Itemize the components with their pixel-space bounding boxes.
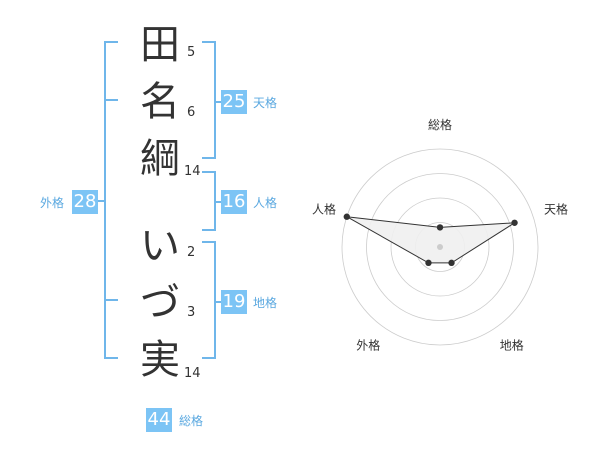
radar-axis-label-2: 天格: [544, 201, 568, 216]
stroke-count-2: 6: [187, 105, 196, 120]
soukaku-label: 総格: [179, 414, 204, 428]
soukaku-value: 44: [146, 408, 172, 432]
name-char-6: 実: [140, 337, 180, 383]
bracket-tick-left-2: [104, 299, 118, 301]
radar-axis-label-1: 総格: [428, 117, 452, 132]
tenkaku-bracket-bottom: [202, 157, 216, 159]
tenkaku-bracket-top: [202, 41, 216, 43]
chikaku-connector: [214, 301, 222, 303]
radar-center-dot: [437, 244, 443, 250]
chikaku-label: 地格: [253, 296, 278, 310]
radar-axis-label-3: 地格: [500, 338, 524, 353]
jinkaku-connector: [214, 201, 222, 203]
name-char-5: づ: [140, 280, 180, 326]
gaikaku-bracket-bottom: [104, 357, 118, 359]
radar-axis-label-4: 外格: [356, 338, 380, 353]
stroke-count-5: 3: [187, 305, 196, 320]
tenkaku-label: 天格: [253, 96, 278, 110]
radar-grid-ring-3: [366, 173, 514, 321]
jinkaku-bracket-bottom: [202, 229, 216, 231]
name-char-2: 名: [140, 79, 180, 125]
chikaku-bracket-bottom: [202, 357, 216, 359]
radar-point-4: [425, 259, 432, 267]
radar-point-1: [436, 224, 444, 231]
radar-point-2: [511, 219, 518, 226]
gaikaku-label: 外格: [40, 196, 65, 210]
chikaku-bracket-top: [202, 241, 216, 243]
jinkaku-value: 16: [221, 190, 247, 214]
jinkaku-label: 人格: [253, 196, 278, 210]
radar-axis-label-5: 人格: [312, 201, 336, 216]
radar-point-3: [448, 259, 455, 267]
gaikaku-connector: [97, 200, 106, 202]
tenkaku-value: 25: [221, 90, 247, 114]
stroke-count-1: 5: [187, 45, 196, 60]
name-char-3: 綱: [140, 136, 180, 182]
stroke-count-3: 14: [184, 164, 201, 179]
gaikaku-bracket-top: [104, 41, 118, 43]
radar-grid-ring-4: [341, 148, 539, 346]
radar-grid-ring-2: [390, 197, 490, 297]
tenkaku-bracket-vertical: [214, 41, 216, 159]
gaikaku-value: 28: [72, 190, 98, 214]
name-char-4: い: [140, 223, 180, 269]
bracket-tick-left-1: [104, 99, 118, 101]
radar-series-area: [346, 216, 515, 264]
jinkaku-bracket-top: [202, 171, 216, 173]
tenkaku-connector: [214, 101, 222, 103]
chikaku-bracket-vertical: [214, 241, 216, 359]
stroke-count-6: 14: [184, 366, 201, 381]
radar-point-5: [343, 213, 350, 220]
chikaku-value: 19: [221, 290, 247, 314]
stroke-count-4: 2: [187, 245, 196, 260]
name-char-1: 田: [140, 22, 180, 68]
